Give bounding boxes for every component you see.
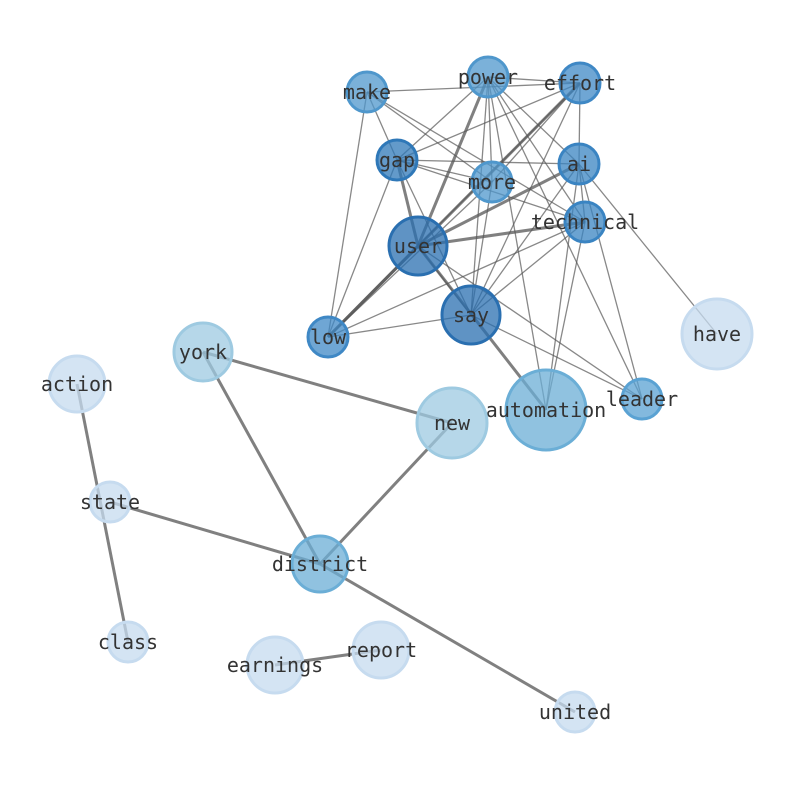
node-have[interactable]: have (680, 297, 754, 371)
node-new[interactable]: new (415, 386, 489, 460)
node-label: united (539, 700, 611, 724)
node-label: state (80, 490, 140, 514)
node-label: district (272, 552, 368, 576)
node-label: automation (486, 398, 606, 422)
node-label: power (458, 65, 518, 89)
node-label: class (98, 630, 158, 654)
node-circle (620, 377, 664, 421)
node-user[interactable]: user (387, 215, 449, 277)
node-label: user (394, 234, 442, 258)
node-label: effort (544, 71, 616, 95)
node-label: york (179, 340, 227, 364)
node-label: new (434, 411, 471, 435)
node-circle (47, 354, 107, 414)
node-circle (306, 315, 350, 359)
node-earnings[interactable]: earnings (227, 635, 323, 695)
node-circle (466, 55, 510, 99)
edge-power-technical (487, 76, 586, 223)
node-circle (290, 534, 350, 594)
node-circle (557, 142, 601, 186)
node-gap[interactable]: gap (375, 138, 419, 182)
node-label: make (343, 80, 391, 104)
node-circle (470, 160, 514, 204)
edge-user-leader (417, 245, 643, 400)
node-low[interactable]: low (306, 315, 350, 359)
edge-technical-low (327, 221, 586, 338)
node-label: have (693, 322, 741, 346)
node-circle (563, 200, 607, 244)
node-power[interactable]: power (458, 55, 518, 99)
node-report[interactable]: report (345, 620, 417, 680)
node-make[interactable]: make (343, 70, 391, 114)
node-label: earnings (227, 653, 323, 677)
node-circle (558, 61, 602, 105)
node-circle (106, 620, 150, 664)
node-state[interactable]: state (80, 480, 140, 524)
node-circle (172, 321, 234, 383)
node-label: leader (606, 387, 678, 411)
node-class[interactable]: class (98, 620, 158, 664)
node-label: report (345, 638, 417, 662)
node-circle (504, 368, 588, 452)
node-leader[interactable]: leader (606, 377, 678, 421)
edge-effort-say (470, 82, 581, 316)
node-more[interactable]: more (468, 160, 516, 204)
node-automation[interactable]: automation (486, 368, 606, 452)
edge-effort-gap (396, 82, 581, 161)
edge-state-district (109, 500, 321, 566)
edge-york-district (201, 351, 322, 565)
edge-york-new (202, 350, 453, 425)
node-label: technical (531, 210, 639, 234)
node-label: gap (379, 148, 415, 172)
node-label: ai (567, 152, 591, 176)
node-circle (553, 690, 597, 734)
node-united[interactable]: united (539, 690, 611, 734)
node-label: more (468, 170, 516, 194)
node-label: low (310, 325, 347, 349)
edge-ai-leader (578, 163, 643, 400)
node-circle (375, 138, 419, 182)
edge-gap-low (327, 159, 398, 338)
node-circle (345, 70, 389, 114)
edge-say-leader (470, 314, 643, 400)
edge-power-automation (487, 76, 547, 411)
node-technical[interactable]: technical (531, 200, 639, 244)
node-label: action (41, 372, 113, 396)
edge-district-united (319, 562, 576, 714)
node-york[interactable]: york (172, 321, 234, 383)
node-circle (440, 284, 502, 346)
node-effort[interactable]: effort (544, 61, 616, 105)
edge-ai-say (470, 163, 580, 316)
node-circle (245, 635, 305, 695)
node-say[interactable]: say (440, 284, 502, 346)
edge-make-more (366, 91, 493, 183)
node-ai[interactable]: ai (557, 142, 601, 186)
node-label: say (453, 303, 489, 327)
edge-make-technical (366, 91, 586, 223)
node-circle (680, 297, 754, 371)
node-circle (387, 215, 449, 277)
node-circle (415, 386, 489, 460)
node-circle (351, 620, 411, 680)
edge-make-low (327, 91, 368, 338)
node-circle (88, 480, 132, 524)
node-action[interactable]: action (41, 354, 113, 414)
node-district[interactable]: district (272, 534, 368, 594)
